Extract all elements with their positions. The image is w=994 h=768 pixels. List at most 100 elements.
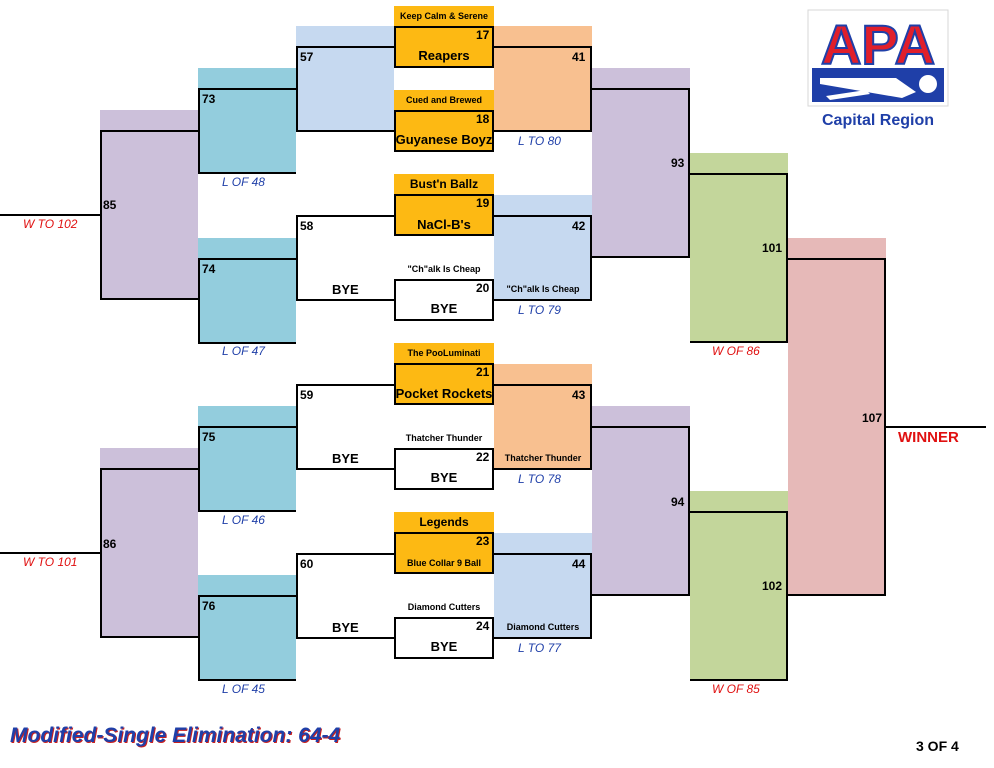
match-24-number: 24 bbox=[476, 619, 490, 633]
match-75-header bbox=[198, 406, 296, 426]
match-73-header bbox=[198, 68, 296, 88]
match-41-number: 41 bbox=[572, 50, 586, 64]
match-22-number: 22 bbox=[476, 450, 490, 464]
match-20-number: 20 bbox=[476, 281, 490, 295]
match-41-header bbox=[494, 26, 592, 46]
match-85-header bbox=[100, 110, 198, 130]
apa-logo-title: APA bbox=[821, 13, 935, 76]
match-101-number: 101 bbox=[762, 241, 783, 255]
match-19-top-team: Bust'n Ballz bbox=[394, 174, 494, 194]
match-21-top-team: The PooLuminati bbox=[394, 343, 494, 363]
match-86-number: 86 bbox=[103, 537, 117, 551]
match-74-note: L OF 47 bbox=[222, 344, 265, 358]
match-18-box bbox=[394, 110, 494, 152]
match-74-box bbox=[198, 258, 296, 344]
match-73-note: L OF 48 bbox=[222, 175, 265, 189]
match-23-number: 23 bbox=[476, 534, 490, 548]
match-17-number: 17 bbox=[476, 28, 490, 42]
match-43-header bbox=[494, 364, 592, 384]
match-20-top-team: "Ch"alk Is Cheap bbox=[407, 264, 481, 274]
match-43-box bbox=[494, 384, 592, 470]
connector-line bbox=[0, 552, 100, 554]
match-58-bye: BYE bbox=[332, 282, 359, 297]
match-75-note: L OF 46 bbox=[222, 513, 265, 527]
match-19-bottom-team: NaCl-B's bbox=[417, 217, 471, 232]
match-85-box bbox=[100, 130, 198, 300]
match-20-box bbox=[394, 279, 494, 321]
match-59-number: 59 bbox=[300, 388, 314, 402]
match-93-number: 93 bbox=[671, 156, 685, 170]
match-93-header bbox=[592, 68, 690, 88]
match-76-note: L OF 45 bbox=[222, 682, 265, 696]
match-59-box bbox=[296, 384, 394, 470]
match-101-box bbox=[690, 173, 788, 343]
match-44-header bbox=[494, 533, 592, 553]
match-23-bottom-team: Blue Collar 9 Ball bbox=[406, 558, 482, 568]
match-43-advanced-team: Thatcher Thunder bbox=[504, 453, 582, 463]
match-42-header bbox=[494, 195, 592, 215]
match-107-header bbox=[788, 238, 886, 258]
match-85-note: W TO 102 bbox=[23, 217, 78, 231]
match-102-note: W OF 85 bbox=[712, 682, 760, 696]
match-23-top-team: Legends bbox=[394, 512, 494, 532]
match-74-number: 74 bbox=[202, 262, 216, 276]
match-59-bye: BYE bbox=[332, 451, 359, 466]
winner-line bbox=[886, 426, 986, 428]
match-60-bye: BYE bbox=[332, 620, 359, 635]
match-58-number: 58 bbox=[300, 219, 314, 233]
match-42-advanced-team: "Ch"alk Is Cheap bbox=[506, 284, 580, 294]
match-57-number: 57 bbox=[300, 50, 314, 64]
match-102-number: 102 bbox=[762, 579, 783, 593]
apa-logo: APA Capital Region bbox=[806, 8, 950, 132]
match-73-number: 73 bbox=[202, 92, 216, 106]
match-93-box bbox=[592, 88, 690, 258]
match-23-box bbox=[394, 532, 494, 574]
match-41-box bbox=[494, 46, 592, 132]
match-24-top-team: Diamond Cutters bbox=[407, 602, 481, 612]
match-21-number: 21 bbox=[476, 365, 490, 379]
match-21-box bbox=[394, 363, 494, 405]
match-44-advanced-team: Diamond Cutters bbox=[506, 622, 580, 632]
match-19-box bbox=[394, 194, 494, 236]
apa-logo-graphic: APA bbox=[807, 9, 949, 107]
match-94-box bbox=[592, 426, 690, 596]
match-42-box bbox=[494, 215, 592, 301]
match-101-note: W OF 86 bbox=[712, 344, 760, 358]
match-60-number: 60 bbox=[300, 557, 314, 571]
match-19-number: 19 bbox=[476, 196, 490, 210]
connector-line bbox=[0, 214, 100, 216]
match-57-box bbox=[296, 46, 394, 132]
match-17-bottom-team: Reapers bbox=[418, 48, 470, 63]
match-107-box bbox=[788, 258, 886, 596]
match-86-note: W TO 101 bbox=[23, 555, 78, 569]
match-86-box bbox=[100, 468, 198, 638]
match-42-note: L TO 79 bbox=[518, 303, 561, 317]
match-58-box bbox=[296, 215, 394, 301]
match-86-header bbox=[100, 448, 198, 468]
match-75-box bbox=[198, 426, 296, 512]
match-101-header bbox=[690, 153, 788, 173]
match-20-bottom-team: BYE bbox=[430, 301, 458, 316]
match-24-bottom-team: BYE bbox=[430, 639, 458, 654]
match-76-number: 76 bbox=[202, 599, 216, 613]
match-107-number: 107 bbox=[862, 411, 883, 425]
match-44-box bbox=[494, 553, 592, 639]
match-22-bottom-team: BYE bbox=[430, 470, 458, 485]
match-43-number: 43 bbox=[572, 388, 586, 402]
match-74-header bbox=[198, 238, 296, 258]
match-21-bottom-team: Pocket Rockets bbox=[395, 386, 493, 401]
match-85-number: 85 bbox=[103, 198, 117, 212]
match-43-note: L TO 78 bbox=[518, 472, 561, 486]
match-57-header bbox=[296, 26, 394, 46]
match-94-number: 94 bbox=[671, 495, 685, 509]
match-22-top-team: Thatcher Thunder bbox=[405, 433, 483, 443]
match-73-box bbox=[198, 88, 296, 174]
match-41-note: L TO 80 bbox=[518, 134, 561, 148]
match-94-header bbox=[592, 406, 690, 426]
match-22-box bbox=[394, 448, 494, 490]
match-17-top-team: Keep Calm & Serene bbox=[394, 6, 494, 26]
page-number: 3 OF 4 bbox=[916, 738, 959, 754]
winner-label: WINNER bbox=[898, 429, 959, 446]
match-102-box bbox=[690, 511, 788, 681]
match-44-note: L TO 77 bbox=[518, 641, 561, 655]
